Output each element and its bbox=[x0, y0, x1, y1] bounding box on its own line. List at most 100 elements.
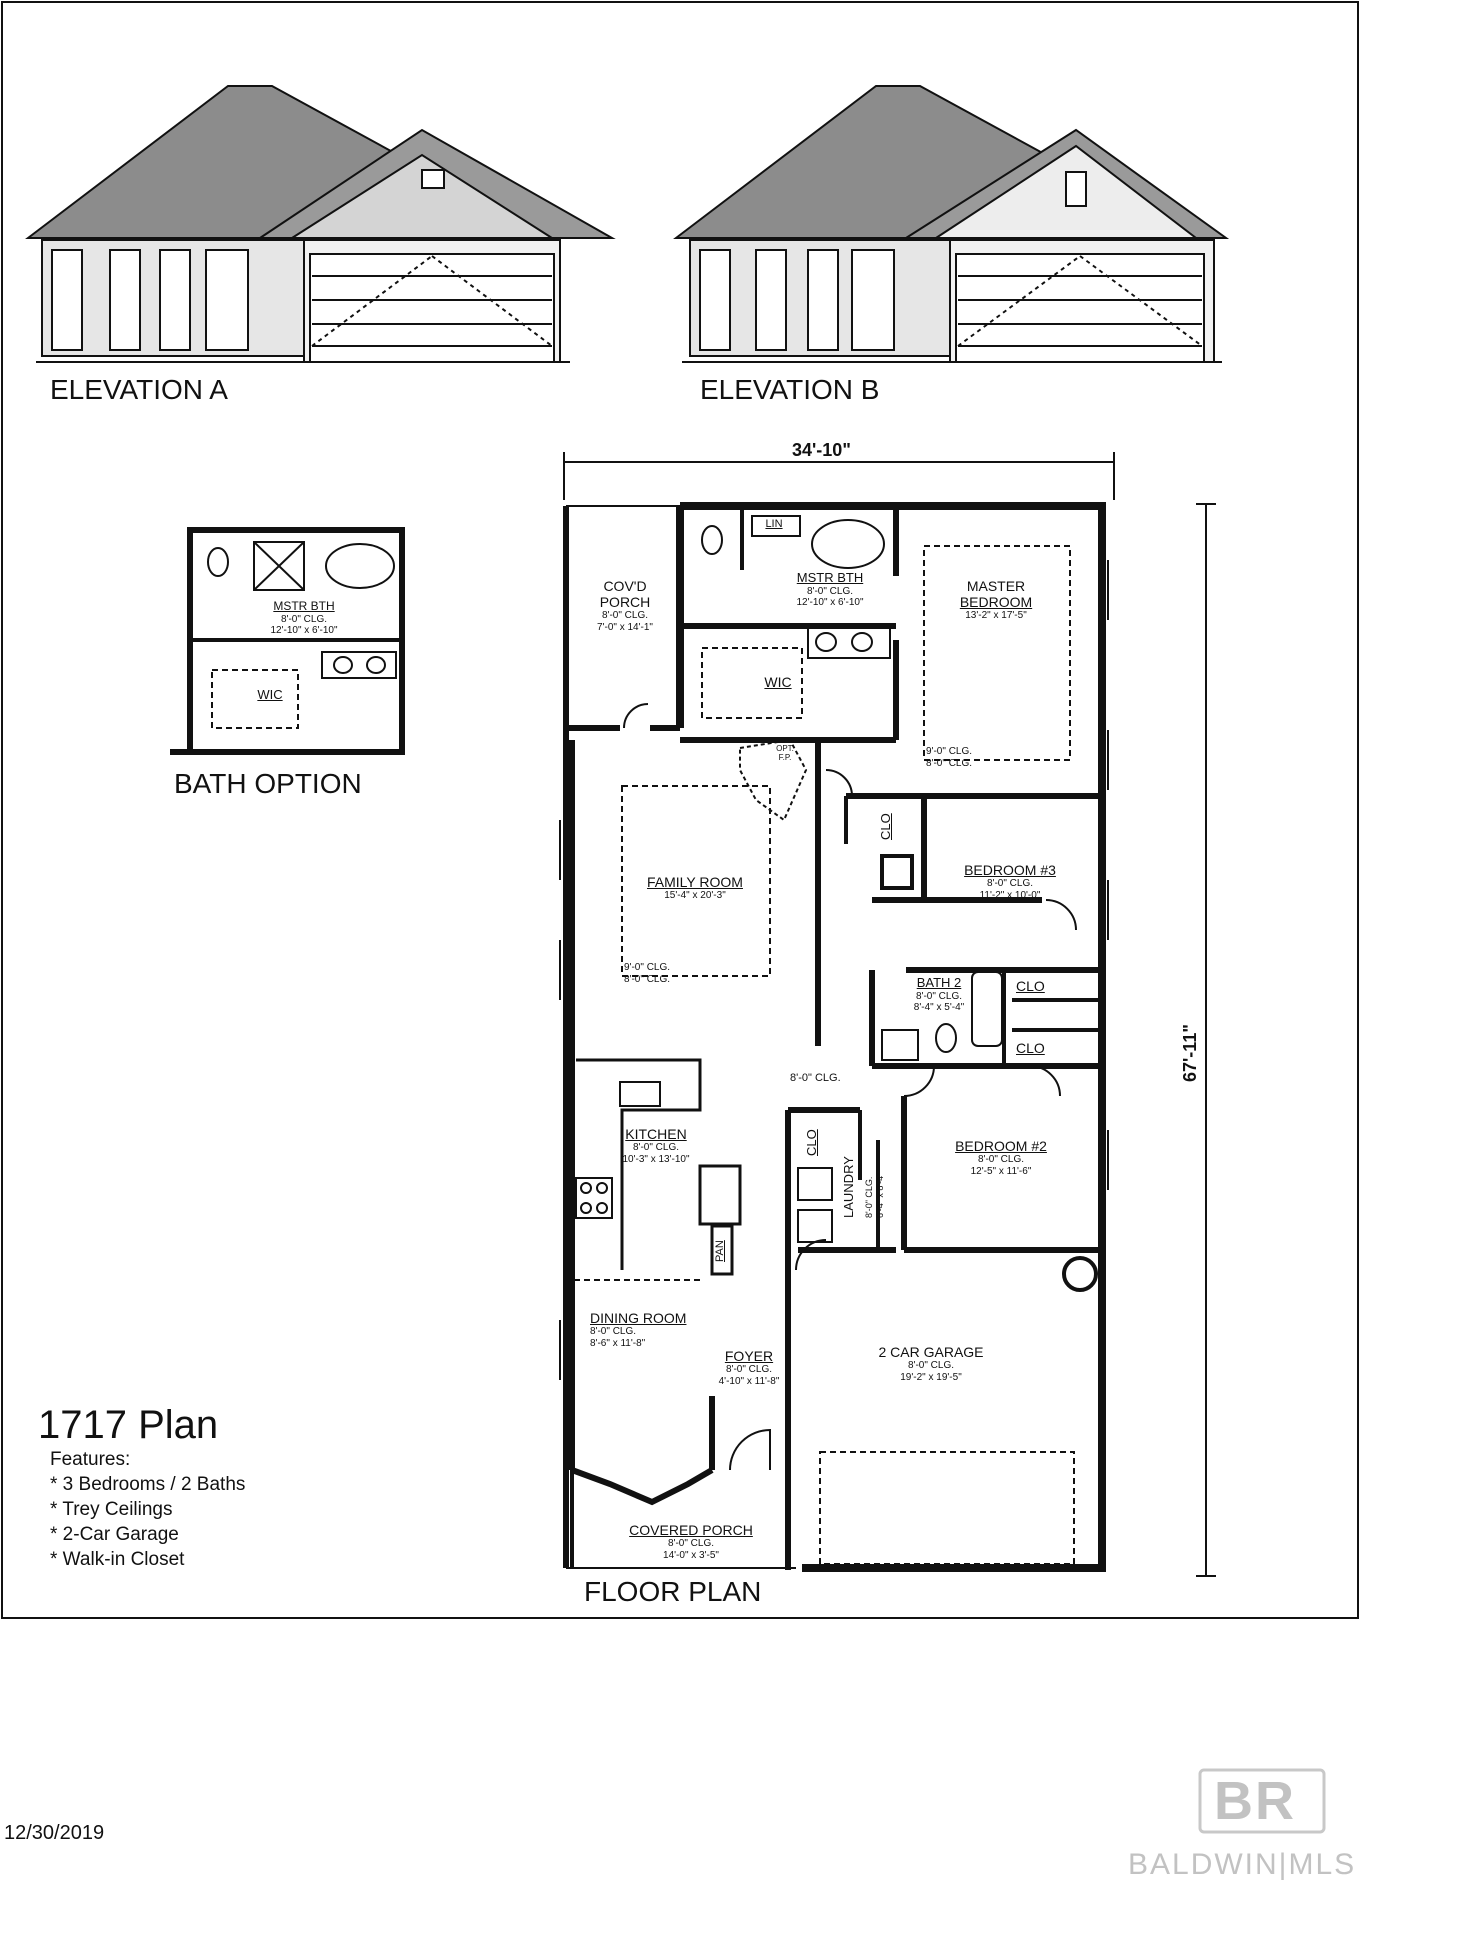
family-room-name: FAMILY ROOM bbox=[647, 874, 743, 890]
foyer-clg: 8'-0" CLG. bbox=[725, 1364, 773, 1376]
bath-option-title: BATH OPTION bbox=[174, 768, 362, 799]
laundry: LAUNDRY bbox=[841, 1156, 856, 1218]
feature-item: * Trey Ceilings bbox=[50, 1499, 173, 1520]
covered-porch-size: 14'-0" x 3'-5" bbox=[663, 1549, 719, 1561]
bath-option-wic-name: WIC bbox=[257, 687, 283, 702]
bath-2: BATH 2 8'-0" CLG. 8'-4" x 5'-4" bbox=[904, 975, 974, 1014]
bath-2-size: 8'-4" x 5'-4" bbox=[913, 1002, 965, 1014]
linen-closet-name: LIN bbox=[765, 518, 783, 530]
covered-porch-name: COVERED PORCH bbox=[629, 1522, 753, 1538]
features-label: Features: bbox=[50, 1449, 131, 1470]
kitchen-name: KITCHEN bbox=[625, 1126, 687, 1142]
feature-item: * 2-Car Garage bbox=[50, 1524, 179, 1545]
watermark-logo-drawing bbox=[1198, 1768, 1326, 1834]
dining-room-name: DINING ROOM bbox=[590, 1310, 687, 1326]
plan-name: 1717 Plan bbox=[38, 1403, 219, 1447]
features-list: Features: * 3 Bedrooms / 2 Baths * Trey … bbox=[50, 1447, 245, 1572]
master-bedroom-name2: BEDROOM bbox=[959, 594, 1033, 611]
bath-option-mstr-bth-name: MSTR BTH bbox=[273, 599, 335, 613]
watermark-logo: BR bbox=[1214, 1771, 1296, 1831]
two-car-garage: 2 CAR GARAGE 8'-0" CLG. 19'-2" x 19'-5" bbox=[876, 1344, 986, 1383]
bedroom-3-name: BEDROOM #3 bbox=[964, 862, 1056, 878]
master-bedroom-name1: MASTER bbox=[966, 578, 1026, 594]
watermark-text: BALDWIN|MLS bbox=[1128, 1848, 1357, 1881]
family-room-ceiling: 9'-0" CLG. 8'-0" CLG. bbox=[624, 962, 684, 985]
elevation-b-label: ELEVATION B bbox=[700, 374, 880, 405]
foyer: FOYER 8'-0" CLG. 4'-10" x 11'-8" bbox=[706, 1348, 792, 1387]
optional-fireplace: OPT. F.P. bbox=[770, 744, 800, 762]
optional-fireplace-line1: OPT. bbox=[776, 744, 794, 753]
bedroom-3-size: 11'-2" x 10'-0" bbox=[979, 889, 1041, 901]
feature-item: * Walk-in Closet bbox=[50, 1549, 185, 1570]
bath-2-name: BATH 2 bbox=[916, 975, 962, 990]
dining-room: DINING ROOM 8'-0" CLG. 8'-6" x 11'-8" bbox=[590, 1310, 720, 1349]
mstr-bth-name: MSTR BTH bbox=[796, 570, 864, 585]
bath2-closet-label-lower: CLO bbox=[1016, 1040, 1045, 1056]
foyer-name: FOYER bbox=[724, 1348, 774, 1364]
dining-room-clg: 8'-0" CLG. bbox=[590, 1326, 637, 1338]
bath-option-drawing bbox=[170, 527, 405, 755]
bath-option-mstr-bth: MSTR BTH 8'-0" CLG. 12'-10" x 6'-10" bbox=[258, 599, 350, 637]
width-dimension: 34'-10" bbox=[792, 440, 851, 460]
family-room-clg2: 8'-0" CLG. bbox=[624, 973, 671, 985]
family-room-size: 15'-4" x 20'-3" bbox=[664, 890, 726, 902]
hall-ceiling: 8'-0" CLG. bbox=[790, 1072, 841, 1084]
bedroom-2-name: BEDROOM #2 bbox=[955, 1138, 1047, 1154]
kitchen: KITCHEN 8'-0" CLG. 10'-3" x 13'-10" bbox=[606, 1126, 706, 1165]
covd-porch-name1: COV'D bbox=[603, 578, 647, 594]
mstr-bth-size: 12'-10" x 6'-10" bbox=[796, 597, 864, 609]
sheet-border bbox=[1, 1, 1359, 1619]
laundry-closet-label: CLO bbox=[804, 1129, 819, 1156]
floor-plan-drawing bbox=[559, 452, 1216, 1577]
laundry-clg: 8'-0" CLG. bbox=[864, 1176, 874, 1218]
covd-porch-name2: PORCH bbox=[599, 594, 651, 611]
kitchen-clg: 8'-0" CLG. bbox=[632, 1142, 680, 1154]
garage-size: 19'-2" x 19'-5" bbox=[900, 1371, 962, 1383]
bath-option-mstr-bth-clg: 8'-0" CLG. bbox=[280, 613, 328, 625]
date-stamp: 12/30/2019 bbox=[4, 1822, 105, 1844]
dining-room-size: 8'-6" x 11'-8" bbox=[590, 1337, 646, 1349]
covered-porch: COVERED PORCH 8'-0" CLG. 14'-0" x 3'-5" bbox=[616, 1522, 766, 1561]
floor-plan-title: FLOOR PLAN bbox=[584, 1576, 762, 1607]
family-room: FAMILY ROOM 15'-4" x 20'-3" bbox=[630, 874, 760, 902]
wic: WIC bbox=[758, 674, 798, 690]
garage-clg: 8'-0" CLG. bbox=[907, 1360, 955, 1372]
family-room-clg1: 9'-0" CLG. bbox=[624, 962, 671, 973]
mstr-bth-clg: 8'-0" CLG. bbox=[806, 585, 854, 597]
bath-option-mstr-bth-size: 12'-10" x 6'-10" bbox=[270, 625, 338, 637]
master-bedroom-clg2: 8'-0" CLG. bbox=[926, 757, 973, 769]
pantry-label: PAN bbox=[714, 1240, 726, 1262]
linen-closet: LIN bbox=[754, 518, 794, 531]
wic-name: WIC bbox=[764, 674, 792, 690]
master-bedroom-ceiling: 9'-0" CLG. 8'-0" CLG. bbox=[926, 746, 986, 769]
master-bedroom-size: 13'-2" x 17'-5" bbox=[965, 610, 1027, 622]
depth-dimension: 67'-11" bbox=[1180, 1024, 1200, 1082]
bedroom-2-size: 12'-5" x 11'-6" bbox=[970, 1165, 1032, 1177]
bath-2-clg: 8'-0" CLG. bbox=[915, 990, 963, 1002]
elevation-a-drawing bbox=[25, 85, 616, 363]
master-bedroom-clg1: 9'-0" CLG. bbox=[926, 746, 973, 757]
bedroom-2: BEDROOM #2 8'-0" CLG. 12'-5" x 11'-6" bbox=[936, 1138, 1066, 1177]
elevation-a-label: ELEVATION A bbox=[50, 374, 228, 405]
laundry-details: 8'-0" CLG. 6'-4" x 8'-4" bbox=[864, 1173, 886, 1218]
master-bedroom: MASTER BEDROOM 13'-2" x 17'-5" bbox=[938, 578, 1054, 622]
bedroom-3: BEDROOM #3 8'-0" CLG. 11'-2" x 10'-0" bbox=[950, 862, 1070, 901]
bedroom3-closet-label: CLO bbox=[878, 813, 893, 840]
optional-fireplace-line2: F.P. bbox=[778, 753, 792, 763]
covd-porch-size: 7'-0" x 14'-1" bbox=[597, 621, 653, 633]
mstr-bth: MSTR BTH 8'-0" CLG. 12'-10" x 6'-10" bbox=[778, 570, 882, 609]
laundry-size: 6'-4" x 8'-4" bbox=[875, 1172, 885, 1218]
feature-item: * 3 Bedrooms / 2 Baths bbox=[50, 1474, 246, 1495]
laundry-name: LAUNDRY bbox=[841, 1156, 856, 1218]
bedroom-3-clg: 8'-0" CLG. bbox=[986, 878, 1034, 890]
covd-porch: COV'D PORCH 8'-0" CLG. 7'-0" x 14'-1" bbox=[580, 578, 670, 633]
bedroom-2-clg: 8'-0" CLG. bbox=[977, 1154, 1025, 1166]
covered-porch-clg: 8'-0" CLG. bbox=[667, 1538, 715, 1550]
bath-option-wic: WIC bbox=[250, 687, 290, 703]
bath2-closet-label-upper: CLO bbox=[1016, 978, 1045, 994]
elevation-b-drawing bbox=[673, 85, 1230, 363]
garage-name: 2 CAR GARAGE bbox=[878, 1344, 984, 1360]
foyer-size: 4'-10" x 11'-8" bbox=[718, 1375, 780, 1387]
covd-porch-clg: 8'-0" CLG. bbox=[601, 610, 649, 622]
